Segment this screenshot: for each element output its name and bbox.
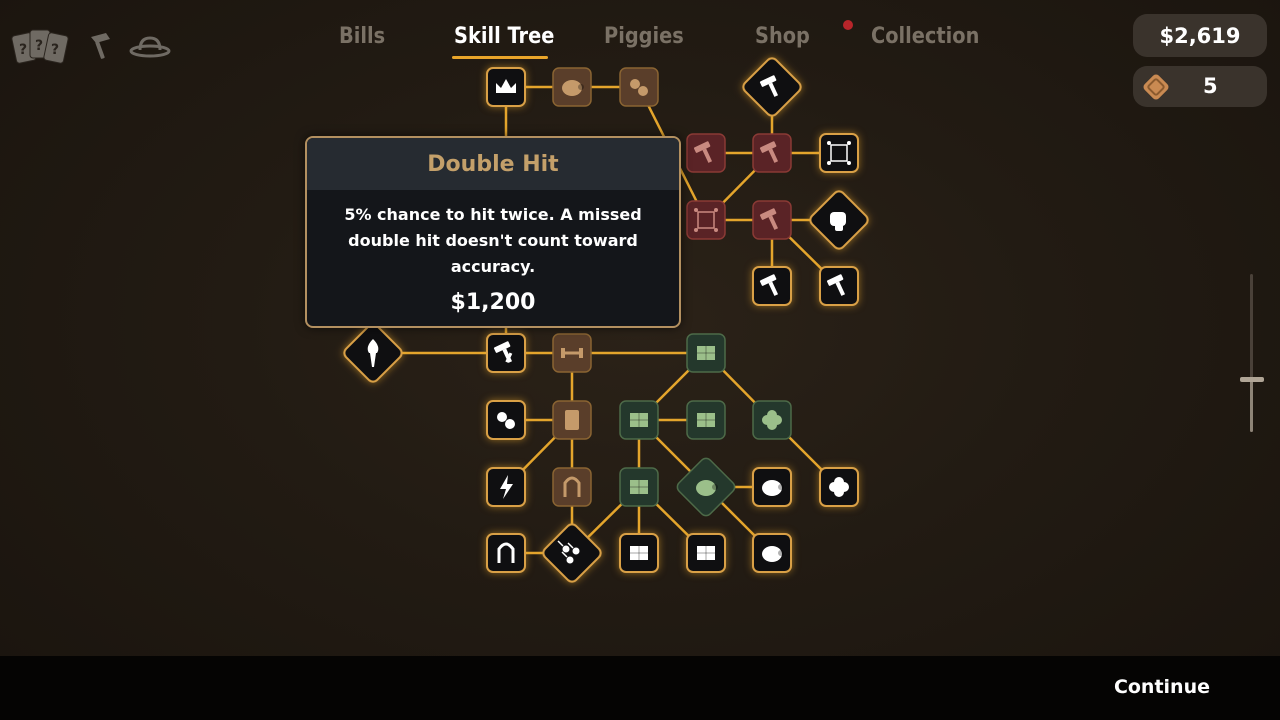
skill-node-piggy-bank[interactable]	[752, 533, 792, 573]
recycle-icon	[497, 412, 515, 429]
skill-node-double-hammer[interactable]	[486, 333, 526, 373]
skill-node-cash[interactable]	[686, 400, 726, 440]
skill-node-hammer[interactable]	[752, 200, 792, 240]
tab-collection[interactable]: Collection	[871, 24, 980, 49]
crown-icon	[496, 79, 516, 93]
big-hammer-icon	[759, 75, 779, 97]
hammer-icon	[759, 208, 779, 230]
svg-text:?: ?	[19, 42, 27, 58]
skill-node-fist[interactable]	[808, 189, 870, 251]
clover-icon	[829, 477, 849, 497]
grip-icon	[563, 476, 581, 497]
skill-node-cash-stack[interactable]	[686, 333, 726, 373]
meteor-icon	[557, 540, 580, 564]
fist-icon	[830, 212, 846, 231]
skill-node-piggy-bank[interactable]	[675, 456, 737, 518]
dumbbell-icon	[561, 348, 583, 358]
skill-node-building[interactable]	[619, 467, 659, 507]
pig-icon	[562, 80, 584, 96]
skill-node-target[interactable]	[819, 133, 859, 173]
top-icon-bar: ???	[10, 24, 172, 68]
skill-node-big-hammer[interactable]	[741, 56, 803, 118]
active-tab-indicator	[452, 56, 548, 59]
skill-node-clover[interactable]	[752, 400, 792, 440]
skill-node-card[interactable]	[552, 400, 592, 440]
building-icon	[630, 480, 648, 494]
skill-node-building[interactable]	[619, 533, 659, 573]
skill-node-torch[interactable]	[342, 322, 404, 384]
skill-node-grip[interactable]	[486, 533, 526, 573]
bottom-bar: Continue	[0, 656, 1280, 720]
cash-stack-icon	[697, 346, 715, 360]
main-navigation: Bills Skill Tree Piggies Shop Collection	[0, 24, 1280, 64]
target-icon	[694, 208, 718, 232]
skill-node-hammer[interactable]	[686, 133, 726, 173]
skill-node-meteor[interactable]	[541, 522, 603, 584]
skill-node-frame	[486, 533, 526, 573]
tab-skill-tree[interactable]: Skill Tree	[454, 24, 555, 49]
hammer-icon	[693, 141, 713, 163]
money-balance: $2,619	[1133, 14, 1267, 57]
token-count: 5	[1203, 74, 1218, 98]
svg-text:?: ?	[51, 42, 59, 58]
hammer-icon[interactable]	[88, 31, 114, 61]
piggy-bank-icon	[762, 546, 784, 562]
zoom-slider-fill	[1250, 380, 1253, 432]
skill-node-frame	[552, 467, 592, 507]
piggy-bank-icon	[762, 480, 784, 496]
cards-icon[interactable]: ???	[10, 26, 74, 66]
building-icon	[630, 546, 648, 560]
skill-node-crown[interactable]	[486, 67, 526, 107]
zoom-slider-track[interactable]	[1250, 274, 1253, 432]
skill-node-frame	[819, 133, 859, 173]
skill-node-dumbbell[interactable]	[552, 333, 592, 373]
skill-tooltip-price: $1,200	[450, 290, 536, 315]
skill-node-frame	[542, 523, 602, 583]
skill-node-recycle[interactable]	[486, 400, 526, 440]
card-icon	[565, 410, 579, 430]
skill-tooltip: Double Hit 5% chance to hit twice. A mis…	[305, 136, 681, 328]
hammer-icon	[759, 274, 779, 296]
torch-icon	[367, 339, 379, 367]
skill-node-clover[interactable]	[819, 467, 859, 507]
hammer-icon	[826, 274, 846, 296]
cash-icon	[697, 413, 715, 427]
skill-node-lightning[interactable]	[486, 467, 526, 507]
token-balance: 5	[1133, 66, 1267, 107]
tab-bills[interactable]: Bills	[339, 24, 386, 49]
hammer-icon	[759, 141, 779, 163]
skill-node-frame	[686, 200, 726, 240]
skill-node-hammer[interactable]	[752, 266, 792, 306]
coins-icon	[630, 79, 648, 96]
target-icon	[827, 141, 851, 165]
piggy-bank-icon	[696, 480, 718, 496]
skill-node-pig[interactable]	[552, 67, 592, 107]
tab-shop[interactable]: Shop	[755, 24, 810, 49]
skill-node-coins[interactable]	[619, 67, 659, 107]
shop-notification-dot	[843, 20, 853, 30]
tab-piggies[interactable]: Piggies	[604, 24, 684, 49]
hat-icon[interactable]	[128, 34, 172, 58]
skill-node-target[interactable]	[686, 200, 726, 240]
lightning-icon	[500, 475, 513, 499]
skill-tooltip-description: 5% chance to hit twice. A missed double …	[344, 205, 642, 276]
skill-node-building[interactable]	[619, 400, 659, 440]
zoom-slider-handle[interactable]	[1240, 377, 1264, 382]
skill-node-hammer[interactable]	[752, 133, 792, 173]
grip-icon	[497, 542, 515, 563]
skill-tree-nodes	[342, 56, 870, 584]
skill-node-grip[interactable]	[552, 467, 592, 507]
cash-icon	[697, 546, 715, 560]
token-icon	[1139, 70, 1173, 108]
skill-node-piggy-bank[interactable]	[752, 467, 792, 507]
skill-node-hammer[interactable]	[819, 266, 859, 306]
skill-node-cash[interactable]	[686, 533, 726, 573]
svg-text:?: ?	[35, 38, 43, 54]
continue-button[interactable]: Continue	[1113, 676, 1210, 698]
double-hammer-icon	[493, 341, 513, 363]
skill-tooltip-title: Double Hit	[307, 138, 679, 190]
building-icon	[630, 413, 648, 427]
clover-icon	[762, 410, 782, 430]
